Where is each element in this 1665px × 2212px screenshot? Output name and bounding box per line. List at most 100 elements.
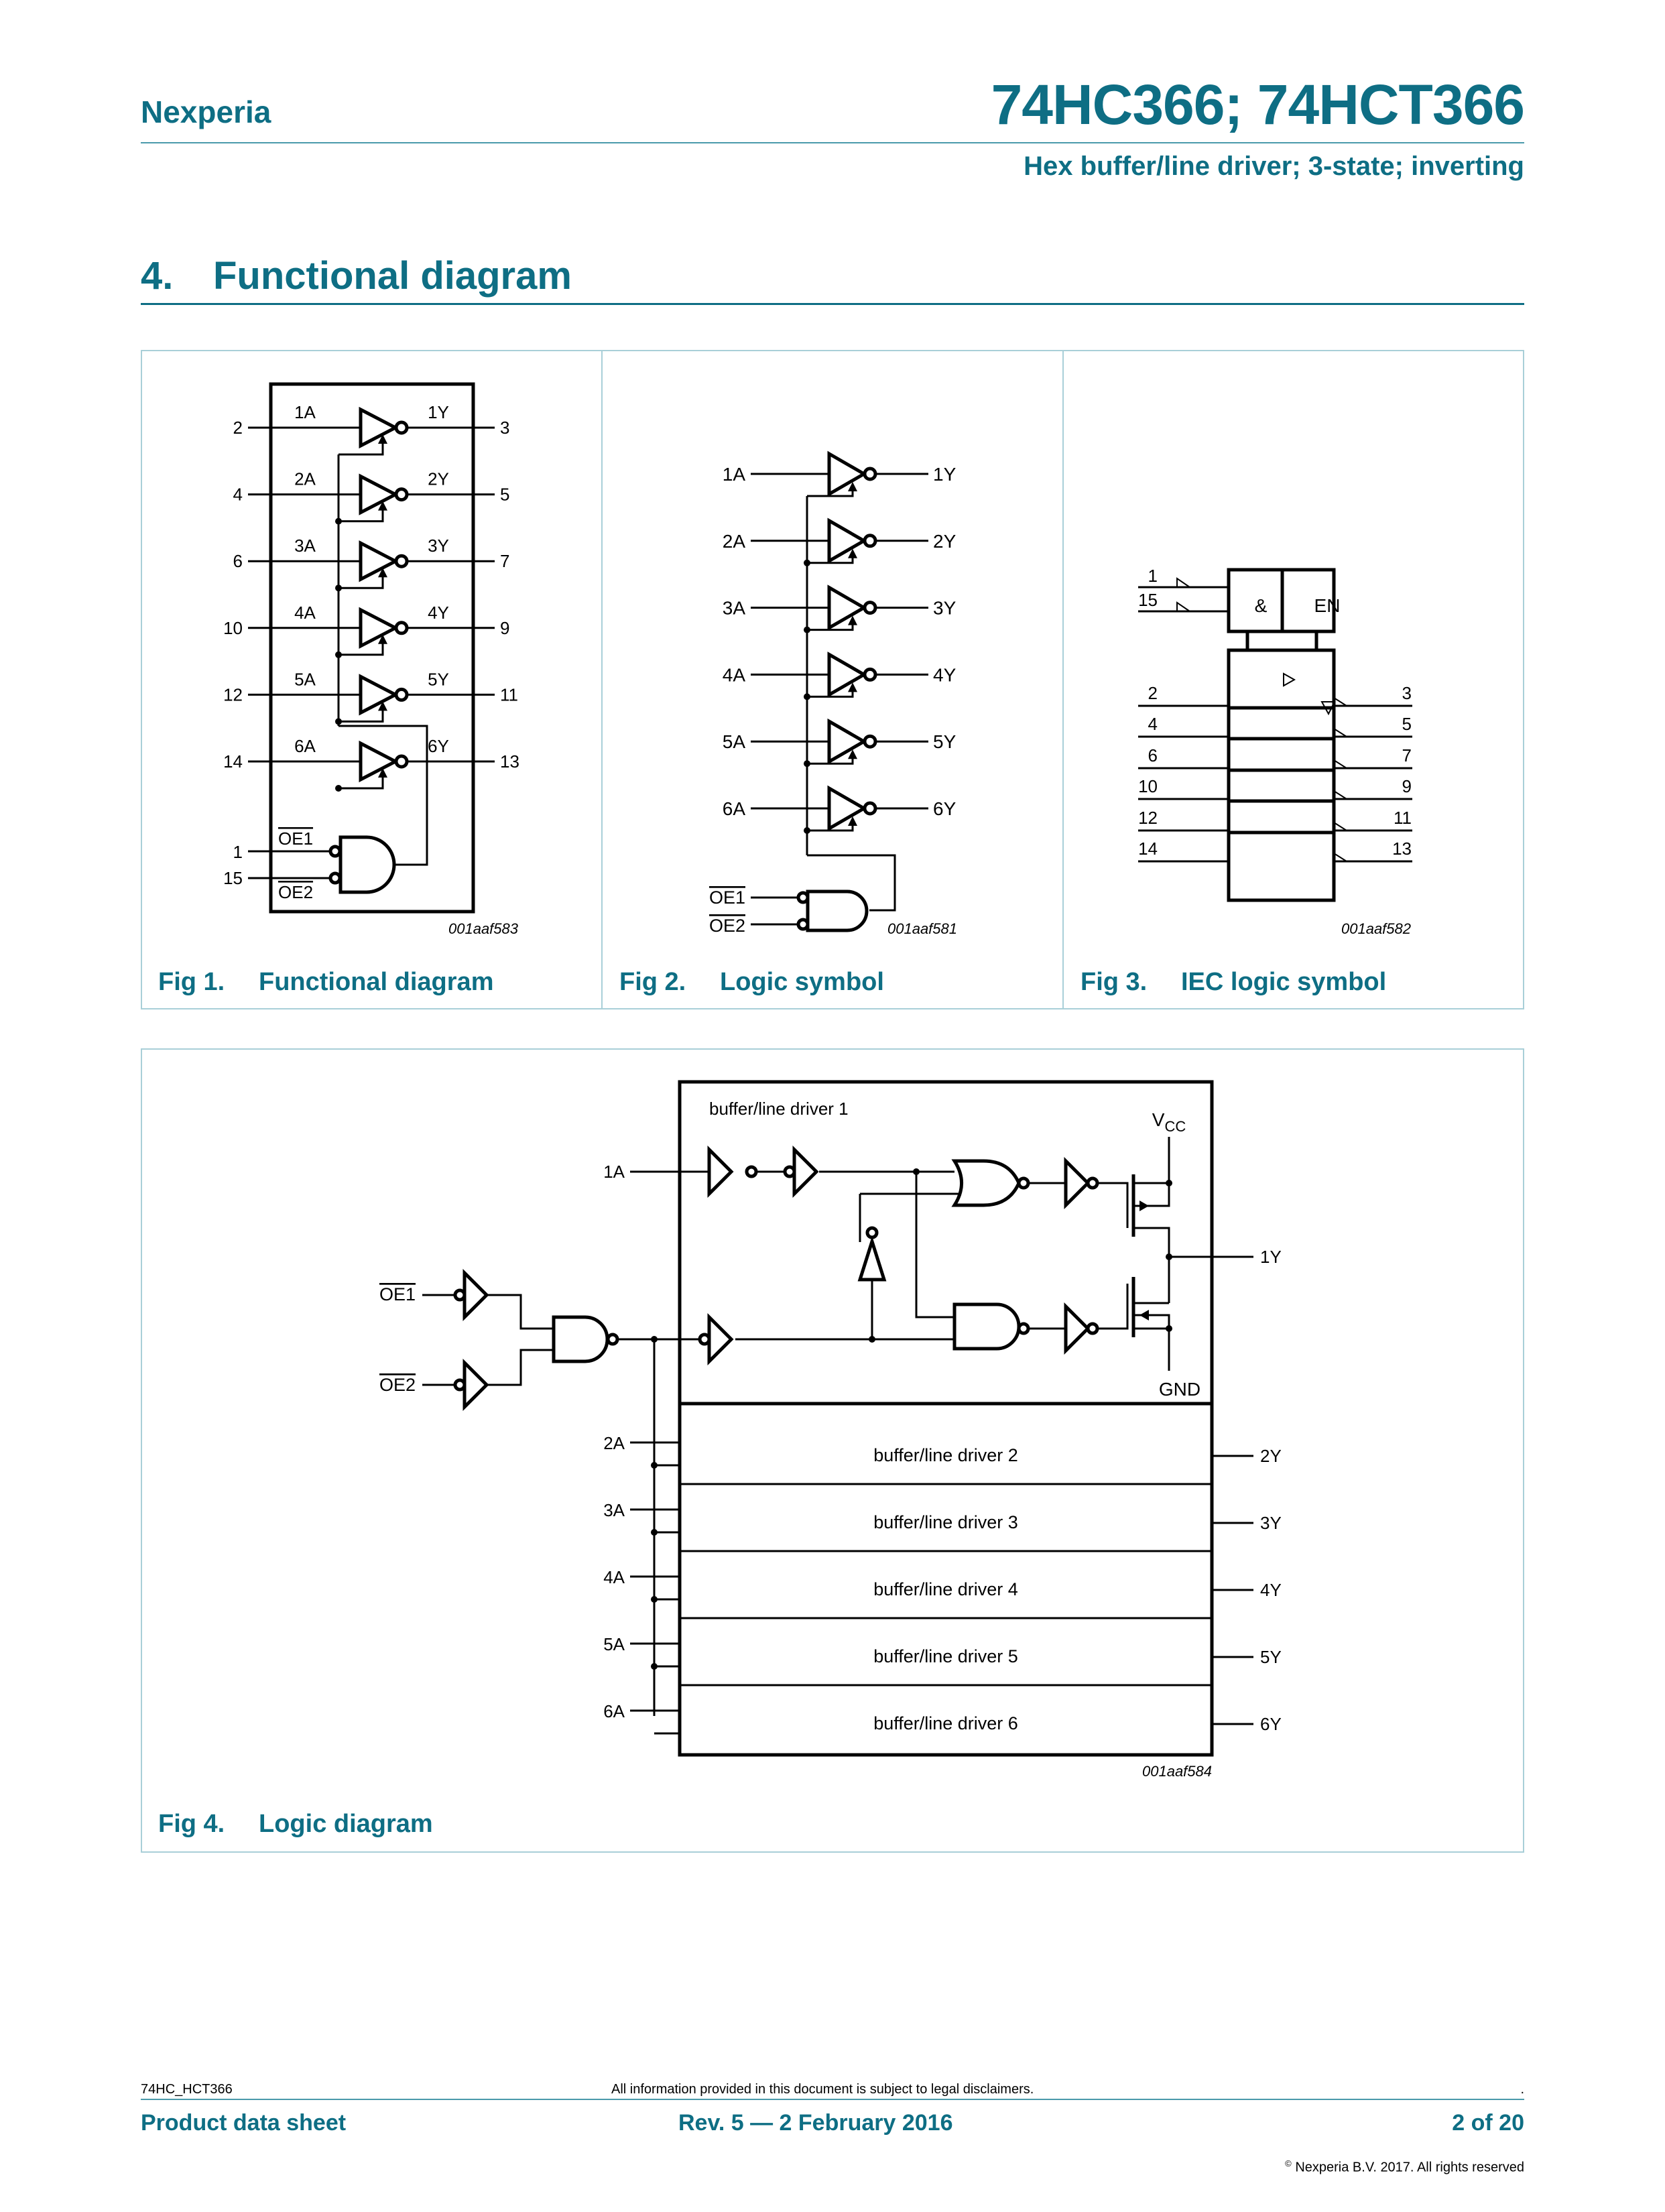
oe-nand-gate: [552, 1315, 609, 1363]
footer-divider: [141, 2099, 1524, 2100]
output-name: 6Y: [428, 736, 449, 756]
output-indicator: [1333, 790, 1347, 800]
figure-code: 001aaf583: [448, 920, 519, 937]
enable-wire: [338, 725, 428, 866]
section-title: Functional diagram: [213, 254, 572, 298]
inversion-bubble: [863, 534, 877, 548]
inversion-bubble: [394, 754, 409, 769]
inverter: [1064, 1302, 1091, 1355]
buffer-symbol-icon: [1283, 672, 1296, 687]
iec-row: 12 11: [1138, 808, 1412, 832]
fig1-caption: Fig 1.Functional diagram: [158, 968, 494, 996]
driver-output-label: 2Y: [1260, 1446, 1282, 1466]
inverting-buffer: [359, 473, 399, 515]
inverting-buffer: [359, 540, 399, 582]
input-1a-label: 1A: [603, 1162, 625, 1182]
figure-code: 001aaf582: [1341, 920, 1411, 937]
inversion-bubble: [863, 467, 877, 481]
inverting-buffer: [359, 607, 399, 649]
inversion-bubble: [394, 621, 409, 635]
oe2-pin-number: 15: [223, 868, 243, 888]
output-indicator: [1333, 853, 1347, 862]
input-pin-number: 4: [233, 485, 243, 505]
inversion-bubble: [863, 667, 877, 682]
figure-divider: [601, 350, 603, 1009]
nand-gate: [952, 1302, 1021, 1351]
output-pin-number: 13: [1392, 839, 1412, 859]
input-pin-number: 2: [1148, 683, 1158, 703]
oe2-label: OE2: [278, 882, 313, 902]
wire: [1133, 1183, 1170, 1207]
input-name: 4A: [294, 603, 316, 623]
enable-arrow-icon: [378, 701, 387, 711]
enable-label: EN: [1314, 595, 1341, 616]
ic-outline: [269, 382, 475, 914]
output-indicator: [1333, 697, 1347, 706]
junction-dot: [651, 1663, 658, 1670]
driver-input-label: 2A: [603, 1433, 625, 1453]
input-pin-number: 10: [223, 618, 243, 638]
oe1-label: OE1: [709, 887, 745, 908]
inversion-bubble: [863, 601, 877, 615]
enable-arrow-icon: [848, 548, 857, 558]
input-name: 5A: [294, 669, 316, 689]
enable-arrow-icon: [378, 768, 387, 778]
input-pin-number: 6: [1148, 745, 1158, 765]
inverter-triangle: [857, 1235, 887, 1282]
enable-wire: [807, 854, 896, 912]
fig4-caption: Fig 4.Logic diagram: [158, 1810, 433, 1838]
input-name: 6A: [723, 798, 746, 819]
output-pin-number: 7: [500, 551, 509, 571]
driver-output-label: 4Y: [1260, 1580, 1282, 1600]
oe-and-gate: [806, 889, 869, 932]
oe1-label: OE1: [379, 1284, 416, 1304]
vcc-label: VCC: [1152, 1109, 1186, 1135]
driver-label: buffer/line driver 2: [873, 1445, 1018, 1465]
input-pin-number: 10: [1138, 776, 1158, 796]
and-symbol: &: [1255, 595, 1268, 616]
output-indicator: [1333, 728, 1347, 737]
junction-dot: [1166, 1325, 1172, 1332]
output-pin-number: 11: [1394, 808, 1412, 828]
figure-4-frame: [141, 1048, 1524, 1853]
enable-arrow-icon: [848, 682, 857, 692]
footer-disclaimer: All information provided in this documen…: [611, 2082, 1034, 2097]
inverting-buffer: [827, 450, 868, 497]
oe1-bubble: [796, 891, 810, 904]
inverting-buffer: [359, 740, 399, 783]
footer-copyright: © Nexperia B.V. 2017. All rights reserve…: [1285, 2158, 1524, 2175]
input-pin-number: 12: [1138, 808, 1158, 828]
inversion-bubble: [394, 420, 409, 435]
oe2-bubble: [796, 918, 810, 931]
output-name: 5Y: [933, 731, 957, 752]
driver-label: buffer/line driver 6: [873, 1713, 1018, 1733]
enable-arrow-icon: [378, 501, 387, 511]
driver-label: buffer/line driver 5: [873, 1646, 1018, 1666]
input-name: 4A: [723, 664, 746, 685]
input-name: 3A: [294, 536, 316, 556]
gate-wire: [1097, 1284, 1129, 1330]
junction-dot: [335, 785, 342, 792]
wire: [487, 1294, 554, 1330]
junction-dot: [651, 1462, 658, 1469]
footer-revision: Rev. 5 — 2 February 2016: [678, 2110, 953, 2136]
section-number: 4.: [141, 254, 174, 298]
inverting-buffer: [827, 652, 868, 698]
output-indicator: [1333, 822, 1347, 831]
output-name: 1Y: [933, 464, 957, 485]
pin-number: 15: [1138, 590, 1158, 610]
logic-outline: [678, 1080, 1214, 1757]
driver-input-label: 3A: [603, 1500, 625, 1520]
oe2-label: OE2: [379, 1375, 416, 1395]
nor-gate: [951, 1159, 1021, 1207]
gate-wire: [1097, 1182, 1129, 1228]
driver-output-label: 3Y: [1260, 1513, 1282, 1533]
